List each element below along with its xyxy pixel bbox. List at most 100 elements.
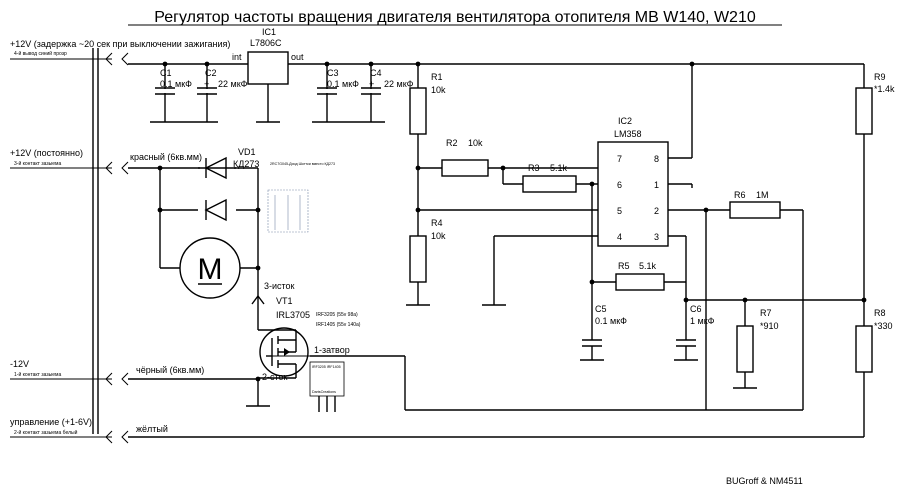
input-label-control: управление (+1-6V) [10, 417, 92, 427]
source-arrow [251, 294, 265, 305]
r5-value: 5.1k [639, 261, 657, 271]
capacitor-gaps [160, 89, 691, 345]
diode-vd1-b [204, 198, 227, 222]
r8-value: *330 [874, 321, 893, 331]
vt1-pin-drain: 2-сток [262, 372, 288, 382]
resistor-r8 [855, 325, 873, 373]
c3-ref: C3 [327, 68, 339, 78]
r1-value: 10k [431, 85, 446, 95]
vt1-alt1: IRF3205 (55v 98a) [316, 312, 358, 318]
diagram-title: Регулятор частоты вращения двигателя вен… [154, 9, 756, 26]
ic2-pin-4: 4 [617, 232, 622, 242]
circuit-wires [128, 63, 865, 438]
input-note-minus12: 1-й контакт зазыема [14, 371, 61, 378]
motor-symbol: M [198, 253, 223, 286]
r1-ref: R1 [431, 72, 443, 82]
capacitor-c1 [155, 87, 175, 95]
wire-label-black: чёрный (6кв.мм) [136, 365, 204, 375]
r7-value: *910 [760, 321, 779, 331]
vt1-pin-source: 3-исток [264, 281, 295, 291]
input-note-v12-delayed: 4-й вывод синий прозр [14, 50, 67, 57]
resistor-r2 [441, 159, 489, 177]
diode-vd1-a [198, 156, 236, 180]
r3-ref: R3 [528, 163, 540, 173]
input-note-v12-permanent: 3-й контакт зазыема [14, 160, 61, 167]
c2-ref: C2 [205, 68, 217, 78]
diode-sketch: 2RC7G045-Диод Шоттки вместо КД273 [267, 162, 335, 233]
r3-value: 5.1k [550, 163, 568, 173]
r9-value: *1.4k [874, 84, 895, 94]
ic2-part: LM358 [614, 129, 642, 139]
capacitor-c3 [317, 87, 337, 95]
c5-ref: C5 [595, 304, 607, 314]
ic2-pin-7: 7 [617, 154, 622, 164]
c5-value: 0.1 мкФ [595, 316, 627, 326]
ic1-ref: IC1 [262, 27, 276, 37]
r2-value: 10k [468, 138, 483, 148]
r5-ref: R5 [618, 261, 630, 271]
resistor-r9 [855, 87, 873, 135]
r9-ref: R9 [874, 72, 886, 82]
vd1-ref: VD1 [238, 147, 256, 157]
vt1-part: IRL3705 [276, 310, 310, 320]
ic2-pin-6: 6 [617, 180, 622, 190]
r6-value: 1M [756, 190, 769, 200]
vd1-part: КД273 [233, 159, 259, 169]
connector-bus [92, 48, 99, 434]
c2-polarity: + [204, 79, 209, 89]
resistor-r3 [522, 175, 577, 193]
ic1-regulator [247, 51, 289, 85]
mosfet-vt1 [258, 327, 310, 379]
ic1-pin-out: out [291, 52, 304, 62]
input-wires [10, 58, 112, 438]
c4-value: 22 мкФ [384, 79, 414, 89]
vt1-pin-gate: 1-затвор [314, 345, 350, 355]
ic2-ref: IC2 [618, 116, 632, 126]
package-label: IRF3205 IRF1405 [312, 365, 341, 369]
ic2-pin-5: 5 [617, 206, 622, 216]
input-note-control: 2-й контакт зазыема белый [14, 429, 78, 436]
ic2-pin-3: 3 [654, 232, 659, 242]
c2-value: 22 мкФ [218, 79, 248, 89]
c1-ref: C1 [160, 68, 172, 78]
capacitor-c2 [197, 87, 217, 95]
ic2-op-amp [597, 141, 669, 247]
resistor-r6 [729, 201, 781, 219]
c3-value: 0.1 мкФ [327, 79, 359, 89]
ic1-pin-in: int [232, 52, 242, 62]
c1-value: 0.1 мкФ [160, 79, 192, 89]
wire-label-yellow: жёлтый [136, 424, 168, 434]
c4-polarity: + [369, 79, 374, 89]
wire-label-red: красный (6кв.мм) [130, 152, 202, 162]
package-maker: DartsCreations [312, 390, 336, 394]
input-label-v12-permanent: +12V (постоянно) [10, 148, 83, 158]
input-label-v12-delayed: +12V (задержка ~20 сек при выключении за… [10, 39, 230, 49]
author-credit: BUGroff & NM4511 [726, 476, 803, 486]
ic1-part: L7806C [250, 38, 282, 48]
resistor-r5 [615, 273, 665, 291]
input-label-minus12: -12V [10, 359, 29, 369]
r7-ref: R7 [760, 308, 772, 318]
connector-arrows [105, 52, 129, 444]
ic2-pin-1: 1 [654, 180, 659, 190]
diode-sketch-note: 2RC7G045-Диод Шоттки вместо КД273 [270, 162, 335, 166]
c6-ref: C6 [690, 304, 702, 314]
r4-ref: R4 [431, 218, 443, 228]
ic2-pin-2: 2 [654, 206, 659, 216]
vt1-ref: VT1 [276, 296, 293, 306]
ic2-pin-8: 8 [654, 154, 659, 164]
capacitor-c4 [361, 87, 381, 95]
to220-package: IRF3205 IRF1405 DartsCreations [309, 361, 345, 412]
motor [179, 237, 241, 299]
vt1-alt2: IRF1405 (55v 140a) [316, 322, 361, 328]
resistor-r7 [736, 325, 754, 373]
resistor-r4 [409, 235, 427, 283]
c6-value: 1 мкФ [690, 316, 715, 326]
r4-value: 10k [431, 231, 446, 241]
r6-ref: R6 [734, 190, 746, 200]
r8-ref: R8 [874, 308, 886, 318]
junction-dots [157, 61, 867, 382]
r2-ref: R2 [446, 138, 458, 148]
resistor-r1 [409, 87, 427, 135]
